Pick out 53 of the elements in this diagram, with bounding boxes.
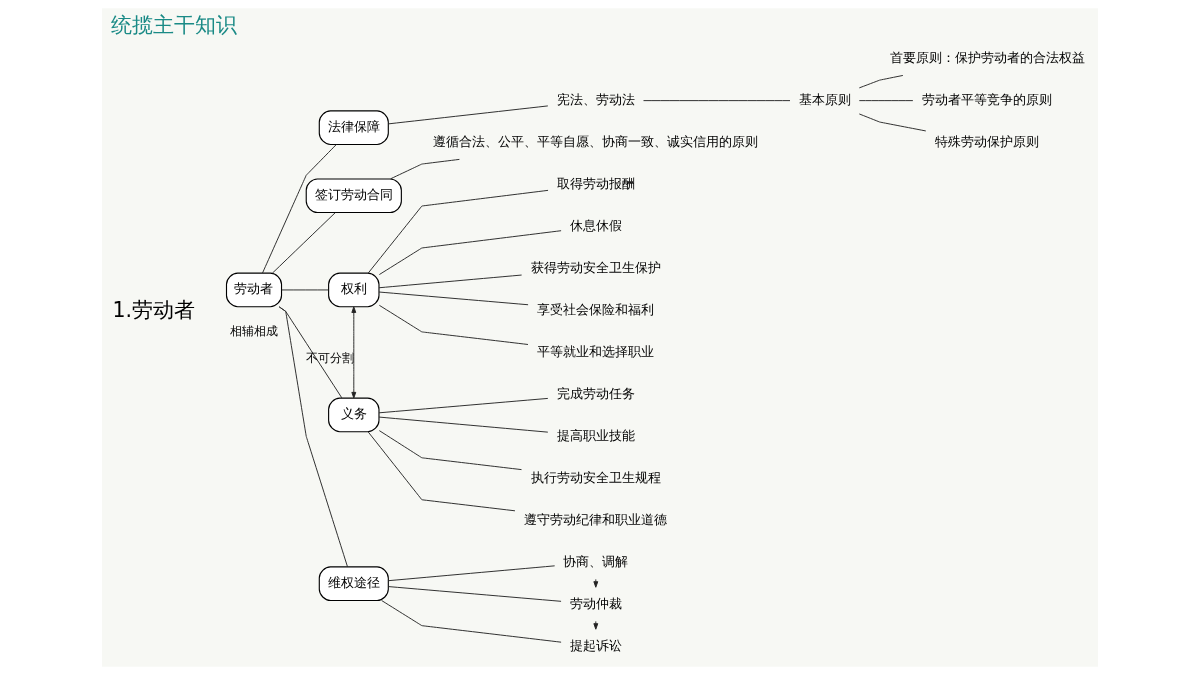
- connector: [378, 430, 522, 471]
- label: 1.劳动者: [112, 297, 196, 322]
- node-text: 首要原则：保护劳动者的合法权益: [889, 50, 1085, 66]
- connector: [858, 113, 927, 132]
- connector: [281, 289, 329, 291]
- arrow: [593, 578, 599, 588]
- connector: [378, 397, 549, 414]
- node-text: 执行劳动安全卫生规程: [530, 469, 661, 485]
- arrow: [593, 620, 599, 630]
- connector: [367, 189, 549, 274]
- node-text: 提高职业技能: [556, 427, 635, 443]
- label: 相辅相成: [230, 324, 279, 339]
- node-box: 维权途径: [318, 566, 389, 602]
- node-text: 劳动者平等竞争的原则: [922, 92, 1053, 108]
- node-box: 法律保障: [318, 110, 389, 145]
- connector: [643, 100, 791, 102]
- connector: [378, 416, 549, 433]
- node-text: 基本原则: [798, 92, 851, 108]
- node-box: 权利: [328, 272, 380, 308]
- node-text: 休息休假: [569, 217, 622, 233]
- node-text: 获得劳动安全卫生保护: [530, 259, 661, 275]
- arrow: [351, 306, 357, 399]
- node-text: 平等就业和选择职业: [537, 343, 655, 359]
- connector: [858, 100, 914, 102]
- node-text: 协商、调解: [563, 553, 629, 569]
- connector: [381, 600, 562, 643]
- connector: [378, 291, 529, 306]
- connector: [278, 306, 348, 568]
- connector: [387, 586, 562, 602]
- node-text: 特殊劳动保护原则: [935, 134, 1040, 150]
- node-text: 遵守劳动纪律和职业道德: [524, 511, 668, 527]
- connector: [367, 431, 516, 512]
- node-text: 宪法、劳动法: [556, 92, 635, 108]
- node-text: 劳动仲裁: [569, 595, 622, 611]
- connector: [378, 230, 562, 275]
- connector: [858, 75, 904, 89]
- connector: [387, 105, 549, 125]
- connector: [378, 274, 523, 289]
- node-text: 遵循合法、公平、平等自愿、协商一致、诚实信用的原则: [433, 134, 759, 150]
- node-box: 义务: [328, 397, 380, 433]
- connector: [378, 304, 529, 345]
- node-text: 提起诉讼: [569, 637, 622, 653]
- connector: [387, 565, 556, 582]
- edge-label: 不可分割: [305, 351, 354, 366]
- node-text: 取得劳动报酬: [556, 176, 635, 192]
- connector: [390, 158, 460, 180]
- connector: [262, 144, 337, 274]
- node-box: 劳动者: [225, 272, 283, 308]
- node-text: 完成劳动任务: [556, 385, 635, 401]
- diagram-title: 统揽主干知识: [111, 13, 238, 38]
- connector: [272, 212, 336, 274]
- node-box: 签订劳动合同: [305, 178, 402, 214]
- node-text: 享受社会保险和福利: [537, 301, 655, 317]
